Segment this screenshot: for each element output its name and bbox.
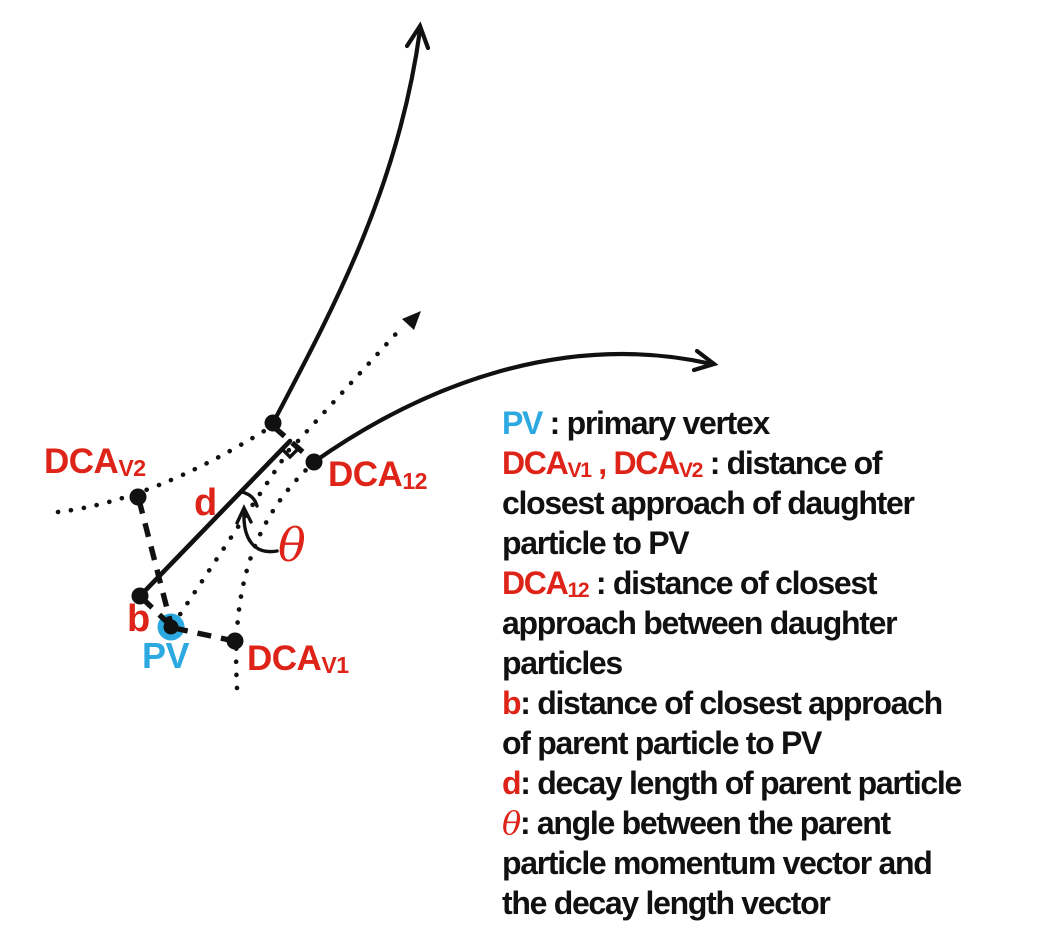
legend-segment: PV	[502, 405, 543, 441]
legend-line: particles	[502, 643, 961, 683]
legend-line: d: decay length of parent particle	[502, 763, 962, 803]
legend-segment: closest approach of daughter	[502, 485, 915, 521]
legend-segment: approach between daughter	[502, 605, 898, 641]
dcav2-dot	[129, 488, 147, 506]
parent-momentum-dotted-line	[295, 322, 407, 444]
legend-line: PV : primary vertex	[502, 403, 961, 443]
label-dca-v2: DCAV2	[44, 444, 146, 480]
legend-segment: DCA	[502, 445, 569, 481]
theta-arrowhead-icon	[235, 504, 253, 525]
label-dca-v1-subscript: V1	[321, 652, 349, 679]
dca12-dashed-connector	[272, 424, 315, 464]
legend-segment: d	[502, 765, 522, 801]
legend-segment: b	[502, 685, 522, 721]
decay-length-vector-dotted-line	[170, 444, 294, 628]
legend-segment: : decay length of parent particle	[520, 765, 962, 801]
legend-line: DCAV1 , DCAV2 : distance of	[502, 443, 961, 483]
daughter1-solid-track	[311, 351, 715, 465]
legend-segment: DCA	[613, 445, 680, 481]
label-dca-12-main: DCA	[328, 455, 403, 494]
label-dca-v1: DCAV1	[247, 641, 349, 677]
theta-pointer-arrow	[242, 510, 279, 554]
legend-line: of parent particle to PV	[502, 723, 961, 763]
legend-line: b: distance of closest approach	[502, 683, 961, 723]
legend-segment: : distance of	[702, 445, 883, 481]
impact-parameter-b-dashed-line	[140, 596, 171, 626]
legend-line: θ: angle between the parent	[502, 803, 961, 843]
legend-segment: : distance of closest approach	[520, 685, 943, 721]
label-dca-v1-main: DCA	[247, 639, 322, 678]
theta-angle-arc	[240, 490, 259, 508]
legend-segment: : angle between the parent	[519, 805, 891, 841]
legend-segment: V1	[567, 458, 592, 482]
legend-segment: : distance of closest	[588, 565, 878, 601]
daughter1-arrowhead-icon	[691, 348, 719, 373]
legend-line: the decay length vector	[502, 883, 961, 923]
legend-segment: θ	[502, 804, 521, 842]
label-dca-v2-subscript: V2	[118, 455, 146, 482]
primary-vertex-dot	[163, 619, 179, 635]
right-angle-mark	[280, 446, 301, 460]
decay-vertex-dot	[264, 414, 282, 432]
dca12-dot	[305, 453, 323, 471]
label-theta: θ	[278, 518, 306, 572]
legend-line: particle momentum vector and	[502, 843, 961, 883]
legend-segment: ,	[590, 445, 614, 481]
dcav2-to-pv-dashed-line	[136, 499, 174, 625]
legend-segment: of parent particle to PV	[502, 725, 822, 761]
daughter2-arrowhead-icon	[404, 21, 431, 51]
label-dca-12: DCA12	[328, 455, 428, 495]
label-dca-v2-main: DCA	[44, 442, 119, 481]
label-primary-vertex: PV	[142, 635, 190, 676]
dcav1-dot	[226, 632, 244, 650]
daughter2-dotted-extrapolation	[55, 425, 272, 515]
label-decay-length-d: d	[194, 482, 217, 524]
legend-segment: particle to PV	[502, 525, 690, 561]
b-point-dot	[131, 587, 149, 605]
legend-segment: 12	[567, 578, 589, 602]
decay-length-solid-line	[137, 438, 293, 599]
legend-line: approach between daughter	[502, 603, 961, 643]
parent-momentum-arrowhead-icon	[402, 311, 421, 330]
legend-segment: particle momentum vector and	[502, 845, 933, 881]
legend-segment: particles	[502, 645, 623, 681]
legend-segment: V2	[678, 458, 704, 482]
pv-to-dcav1-dashed-line	[173, 625, 235, 644]
label-dca-12-subscript: 12	[402, 468, 428, 495]
legend-segment: the decay length vector	[502, 885, 831, 921]
legend-segment: DCA	[502, 565, 569, 601]
label-impact-parameter-b: b	[127, 598, 150, 640]
legend-line: closest approach of daughter	[502, 483, 961, 523]
daughter2-solid-track	[270, 27, 423, 426]
legend-line: DCA12 : distance of closest	[502, 563, 961, 603]
legend-segment: : primary vertex	[542, 405, 771, 441]
legend-line: particle to PV	[502, 523, 961, 563]
